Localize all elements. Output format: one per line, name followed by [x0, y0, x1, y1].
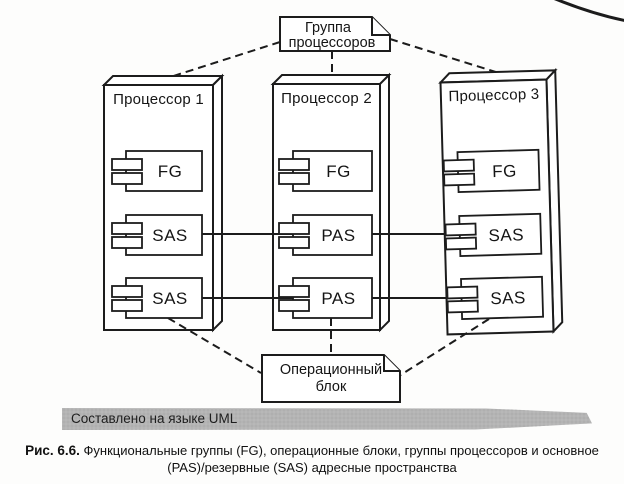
component-label-fg: FG [157, 162, 183, 181]
figure-caption-number: Рис. 6.6. [25, 443, 80, 458]
component-port-icon [446, 285, 479, 300]
component-box-sas2 [460, 275, 545, 320]
component-port-icon [278, 236, 310, 249]
component-port-icon [446, 299, 479, 314]
component-port-icon [278, 222, 310, 235]
node-side-face [212, 73, 223, 333]
note-link-lines-bottom [167, 317, 490, 377]
note-fold-corner [383, 355, 400, 372]
component-label-pas: PAS [321, 289, 356, 308]
component-port-icon [444, 222, 477, 237]
component-port-icon [443, 172, 476, 187]
component-label-sas: SAS [152, 226, 188, 245]
component-port-icon [278, 299, 310, 312]
component-port-icon [442, 158, 475, 173]
component-label-fg: FG [326, 162, 351, 181]
uml-watermark-bar: Составлено на языке UML [62, 408, 592, 430]
components-processor-1 [111, 150, 203, 319]
operation-block-note-line1: Операционный [279, 362, 383, 378]
component-port-icon [111, 236, 143, 249]
component-port-icon [111, 172, 143, 185]
component-box-fg [456, 148, 541, 193]
component-box-fg [125, 150, 203, 192]
figure-caption-text1: Функциональные группы (FG), операционные… [83, 443, 599, 458]
component-port-icon [111, 222, 143, 235]
node-front-face [439, 78, 555, 336]
node-side-face [379, 72, 390, 333]
component-port-icon [111, 299, 143, 312]
component-port-icon [111, 285, 143, 298]
processor-2-title: Процессор 2 [281, 90, 372, 107]
processor-node-3 [438, 67, 564, 336]
processor-1-title: Процессор 1 [113, 91, 204, 108]
processor-group-note-line2: процессоров [288, 35, 376, 51]
figure-caption-line1: Рис. 6.6. Функциональные группы (FG), оп… [0, 443, 624, 460]
processor-group-note [279, 16, 391, 52]
component-port-icon [444, 236, 478, 251]
figure-caption-line2: (PAS)/резервные (SAS) адресные пространс… [167, 459, 457, 475]
node-top-face [101, 75, 225, 86]
component-port-icon [278, 285, 310, 298]
components-processor-3 [442, 148, 545, 320]
uml-watermark-text: Составлено на языке UML [71, 411, 238, 426]
figure-caption: Рис. 6.6. Функциональные группы (FG), оп… [0, 443, 624, 476]
component-label-pas: PAS [321, 226, 356, 245]
processor-group-note-line1: Группа [305, 20, 351, 36]
component-port-icon [278, 158, 310, 171]
component-port-icon [111, 158, 143, 171]
operation-block-note-line2: блок [315, 379, 347, 395]
scan-page-curl [553, 0, 624, 22]
component-port-icon [278, 172, 310, 185]
components-processor-2 [278, 150, 373, 319]
component-label-sas: SAS [152, 289, 188, 308]
note-fold-corner [371, 17, 390, 36]
note-link-lines-top [163, 38, 500, 80]
operation-block-note [261, 354, 401, 403]
node-top-face [270, 74, 392, 85]
component-box-sas1 [458, 212, 543, 257]
